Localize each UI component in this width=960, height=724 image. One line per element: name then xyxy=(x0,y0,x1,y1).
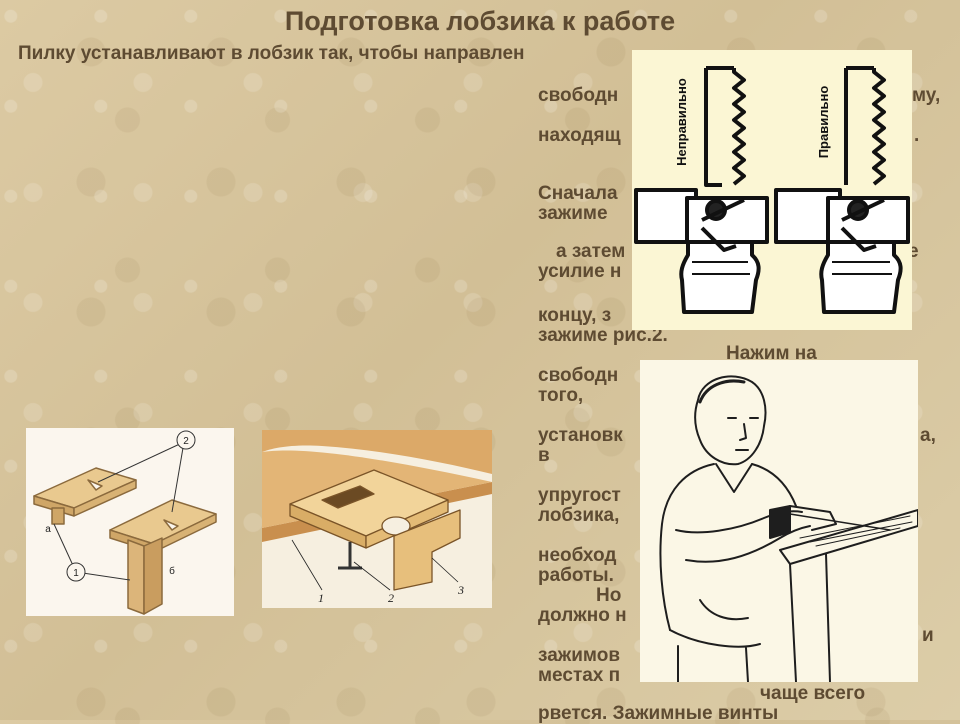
text-line: в xyxy=(538,445,550,466)
right-label: Правильно xyxy=(816,86,831,159)
text-line: местах п xyxy=(538,665,621,686)
text-line: рвется. Зажимные винты xyxy=(538,703,779,724)
text-line: лобзика, xyxy=(538,505,620,526)
fig1-label-a: а xyxy=(45,524,51,535)
sawing-table-clamped-figure: 1 2 3 xyxy=(262,430,492,608)
sawing-table-parts-figure: 2 1 а б xyxy=(26,428,234,616)
text-line: Пилку устанавливают в лобзик так, чтобы … xyxy=(18,43,525,64)
fig2-label-3: 3 xyxy=(457,583,464,597)
text-line: свободн xyxy=(538,365,619,386)
text-line: свободн xyxy=(538,85,619,106)
text-line: е xyxy=(908,241,919,262)
text-line: зажиме xyxy=(538,203,608,224)
text-line: усилие н xyxy=(538,261,622,282)
text-line: . xyxy=(914,125,920,146)
text-line: Нажим на xyxy=(726,343,817,364)
text-line: работы. xyxy=(538,565,614,586)
blade-installation-diagram: Неправильно Правильно xyxy=(632,50,912,330)
text-line: а, xyxy=(920,425,936,446)
page-title: Подготовка лобзика к работе xyxy=(284,6,676,36)
text-line: упругост xyxy=(538,485,621,506)
boy-sawing-illustration xyxy=(640,360,918,682)
text-line: того, xyxy=(538,385,584,406)
fig2-label-2: 2 xyxy=(388,591,394,605)
wrong-label: Неправильно xyxy=(674,78,689,166)
text-line: находящ xyxy=(538,125,621,146)
fig2-label-1: 1 xyxy=(318,591,324,605)
text-line: установк xyxy=(538,425,623,446)
text-line: му, xyxy=(912,85,941,106)
text-line: должно н xyxy=(538,605,627,626)
text-line: Сначала xyxy=(538,183,618,204)
fig1-label-1: 1 xyxy=(73,568,79,579)
text-line: чаще всего xyxy=(760,683,866,704)
text-line: необход xyxy=(538,545,617,566)
fig1-label-2: 2 xyxy=(183,436,189,447)
text-line: зажимов xyxy=(538,645,621,666)
text-line: концу, з xyxy=(538,305,612,326)
text-line: и xyxy=(922,625,934,646)
text-line: Но xyxy=(596,585,622,606)
text-line: зажиме рис.2. xyxy=(538,325,668,346)
fig1-label-b: б xyxy=(169,565,175,577)
text-line: а затем xyxy=(556,241,626,262)
